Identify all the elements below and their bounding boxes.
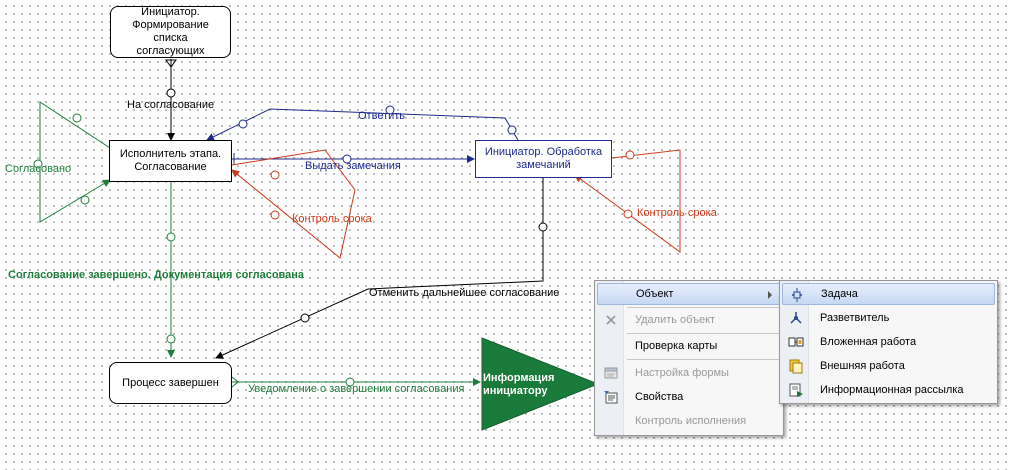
menu-separator xyxy=(627,359,779,360)
menu-item-delete-label: Удалить объект xyxy=(635,314,716,326)
submenu-arrow-icon xyxy=(768,291,772,299)
menu-item-properties[interactable]: Свойства xyxy=(597,386,781,408)
menu-item-object[interactable]: Объект xyxy=(597,283,781,305)
delete-x-icon xyxy=(606,315,616,325)
submenu-item-nested-work-label: Вложенная работа xyxy=(820,336,917,348)
edge-reply[interactable] xyxy=(206,105,519,141)
edge-completion-notice[interactable] xyxy=(231,376,481,388)
info-mailing-icon xyxy=(789,383,803,397)
menu-item-check-map-label: Проверка карты xyxy=(635,340,718,352)
info-node-label: Информация инициатору xyxy=(483,372,555,397)
edge-approved-loop[interactable] xyxy=(33,101,111,223)
menu-item-form-settings[interactable]: Настройка формы xyxy=(597,362,781,384)
splitter-icon xyxy=(790,312,802,324)
menu-item-form-settings-label: Настройка формы xyxy=(635,367,729,379)
edge-cancel-further[interactable] xyxy=(215,178,548,359)
label-issue-remarks: Выдать замечания xyxy=(305,160,401,172)
node-executor-stage[interactable]: Исполнитель этапа. Согласование xyxy=(109,140,232,182)
menu-separator xyxy=(627,307,779,308)
form-settings-icon xyxy=(604,367,618,379)
info-mailing-node[interactable] xyxy=(481,337,600,431)
submenu-item-nested-work[interactable]: Вложенная работа xyxy=(782,331,995,353)
label-deadline-control-2: Контроль срока xyxy=(637,207,717,219)
nested-work-icon xyxy=(788,337,804,347)
external-work-icon xyxy=(789,359,803,374)
label-approved: Согласовано xyxy=(5,163,72,175)
submenu-item-splitter[interactable]: Разветвитель xyxy=(782,307,995,329)
menu-item-delete-object[interactable]: Удалить объект xyxy=(597,309,781,331)
label-to-approval: На согласование xyxy=(127,99,215,111)
menu-separator xyxy=(627,333,779,334)
menu-item-check-map[interactable]: Проверка карты xyxy=(597,335,781,357)
edge-deadline-control-2[interactable] xyxy=(574,149,681,253)
edge-to-approval[interactable] xyxy=(165,59,177,141)
menu-item-execution-control[interactable]: Контроль исполнения xyxy=(597,410,781,432)
label-cancel-further: Отменить дальнейшее согласование xyxy=(369,287,560,299)
node-initiator-processing[interactable]: Инициатор. Обработка замечаний xyxy=(475,140,612,178)
node-initiator-list[interactable]: Инициатор. Формирование списка согласующ… xyxy=(110,6,231,58)
menu-item-object-label: Объект xyxy=(636,288,674,300)
label-deadline-control-1: Контроль срока xyxy=(292,213,372,225)
task-icon xyxy=(792,288,802,302)
edge-deadline-control-1[interactable] xyxy=(231,149,356,259)
submenu-item-external-work-label: Внешняя работа xyxy=(820,360,905,372)
label-reply: Ответить xyxy=(358,110,406,122)
submenu-item-info-mailing[interactable]: Информационная рассылка xyxy=(782,379,995,401)
submenu-item-task-label: Задача xyxy=(821,288,858,300)
edge-approval-complete[interactable] xyxy=(166,182,176,358)
menu-item-properties-label: Свойства xyxy=(635,391,684,403)
submenu-item-info-mailing-label: Информационная рассылка xyxy=(820,384,964,396)
menu-item-execution-control-label: Контроль исполнения xyxy=(635,415,747,427)
submenu-item-task[interactable]: Задача xyxy=(782,283,995,305)
node-process-finished[interactable]: Процесс завершен xyxy=(109,362,232,404)
label-approval-complete: Согласование завершено. Документация сог… xyxy=(8,269,305,281)
context-menu: Объект Удалить объект Проверка карты Нас… xyxy=(594,280,784,436)
menu-icon-gutter xyxy=(595,281,624,435)
submenu-item-splitter-label: Разветвитель xyxy=(820,312,890,324)
submenu-item-external-work[interactable]: Внешняя работа xyxy=(782,355,995,377)
label-completion-notice: Уведомление о завершении согласования xyxy=(248,383,465,395)
object-submenu: Задача Разветвитель Вложенная работа Вне… xyxy=(779,280,998,404)
properties-icon xyxy=(604,391,618,404)
